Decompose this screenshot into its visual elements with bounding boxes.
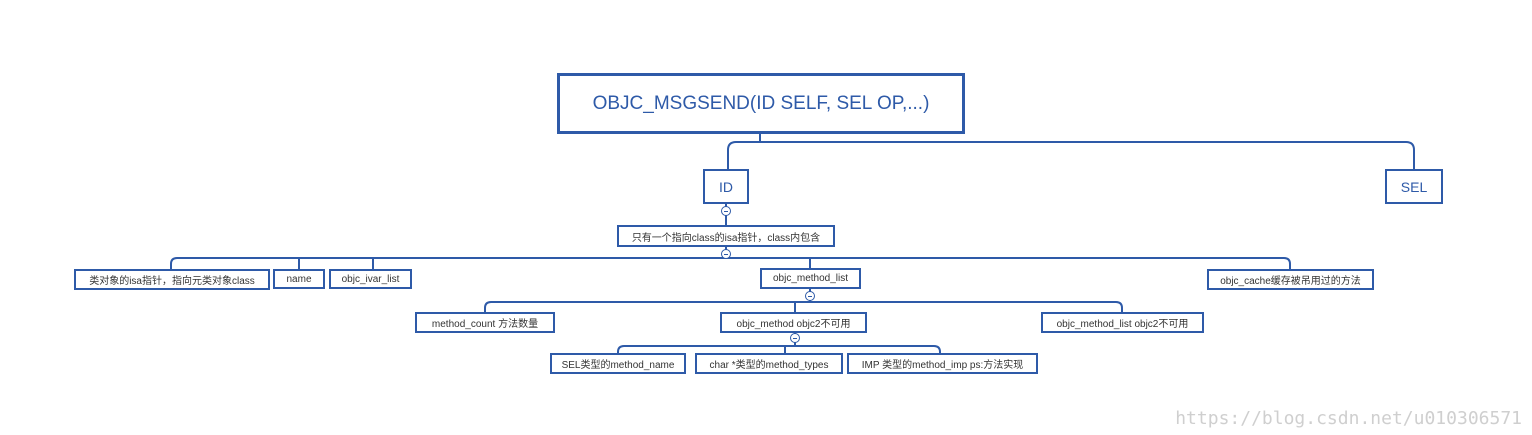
method-count-node[interactable]: method_count 方法数量: [415, 312, 555, 333]
ivar-list-node[interactable]: objc_ivar_list: [329, 269, 412, 289]
isa-note-node[interactable]: 只有一个指向class的isa指针，class内包含: [617, 225, 835, 247]
method-types-node[interactable]: char *类型的method_types: [695, 353, 843, 374]
id-node[interactable]: ID: [703, 169, 749, 204]
root-node[interactable]: OBJC_MSGSEND(ID SELF, SEL OP,...): [557, 73, 965, 134]
method-list-node[interactable]: objc_method_list: [760, 268, 861, 289]
connector-isa-children: [170, 247, 1291, 269]
collapse-toggle-icon[interactable]: [721, 206, 731, 216]
name-node[interactable]: name: [273, 269, 325, 289]
method-imp-node[interactable]: IMP 类型的method_imp ps:方法实现: [847, 353, 1038, 374]
collapse-toggle-icon[interactable]: [721, 249, 731, 259]
connector-root-children: [727, 133, 1415, 169]
sel-node[interactable]: SEL: [1385, 169, 1443, 204]
objc-method-list-sub-node[interactable]: objc_method_list objc2不可用: [1041, 312, 1204, 333]
collapse-toggle-icon[interactable]: [790, 333, 800, 343]
connector-methodlist-children: [484, 288, 1123, 312]
watermark: https://blog.csdn.net/u010306571: [1175, 408, 1522, 429]
isa-meta-node[interactable]: 类对象的isa指针，指向元类对象class: [74, 269, 270, 290]
connector-method-children: [617, 331, 941, 353]
method-name-node[interactable]: SEL类型的method_name: [550, 353, 686, 374]
collapse-toggle-icon[interactable]: [805, 291, 815, 301]
objc-method-node[interactable]: objc_method objc2不可用: [720, 312, 867, 333]
cache-node[interactable]: objc_cache缓存被吊用过的方法: [1207, 269, 1374, 290]
